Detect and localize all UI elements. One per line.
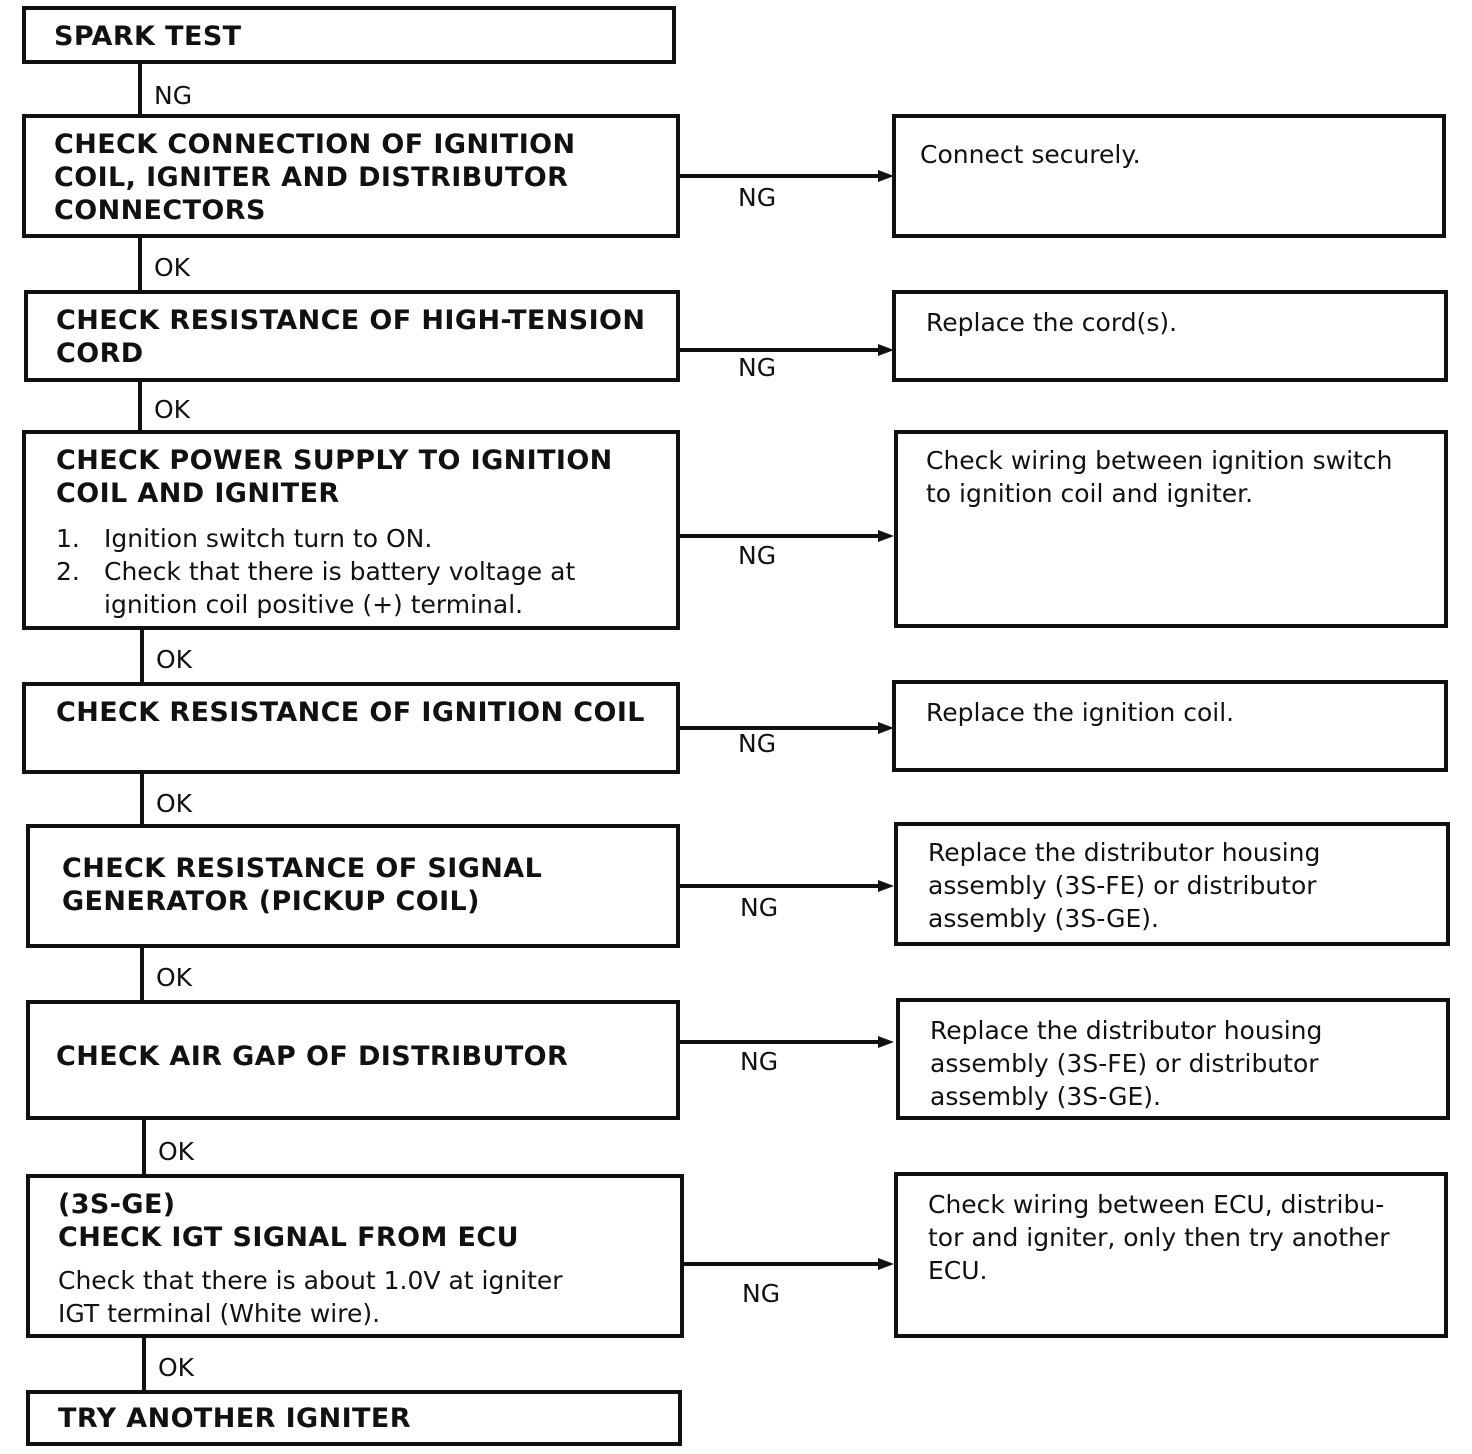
step-box-signal-generator: CHECK RESISTANCE OF SIGNAL GENERATOR (PI…: [26, 824, 680, 948]
action-box-replace-housing-2: Replace the distributor housing assembly…: [896, 998, 1450, 1120]
connector-label-ok: OK: [158, 1353, 195, 1382]
step-title: CHECK CONNECTION OF IGNITION COIL, IGNIT…: [54, 129, 576, 226]
step-title: CHECK RESISTANCE OF HIGH-TENSION CORD: [56, 305, 646, 369]
action-box-replace-cord: Replace the cord(s).: [892, 290, 1448, 382]
arrow-head-icon: [878, 722, 894, 734]
connector-label-ok: OK: [156, 963, 193, 992]
ng-connector: [680, 1040, 880, 1044]
instruction-text: Ignition switch turn to ON.: [104, 524, 433, 553]
instruction-text: Check that there is battery voltage at i…: [104, 557, 576, 619]
step-title: CHECK POWER SUPPLY TO IGNITION COIL AND …: [56, 445, 613, 509]
ng-connector: [680, 726, 880, 730]
step-box-spark-test: SPARK TEST: [22, 6, 676, 64]
connector-label-ok: OK: [156, 645, 193, 674]
ng-label: NG: [738, 541, 777, 570]
ng-label: NG: [740, 1047, 779, 1076]
down-connector: [138, 64, 142, 114]
ng-label: NG: [738, 729, 777, 758]
action-box-connect-securely: Connect securely.: [892, 114, 1446, 238]
connector-label-ok: OK: [154, 253, 191, 282]
ng-label: NG: [738, 183, 777, 212]
ng-connector: [680, 174, 880, 178]
ng-label: NG: [742, 1279, 781, 1308]
ng-connector: [680, 348, 880, 352]
down-connector: [140, 774, 144, 824]
down-connector: [138, 238, 142, 290]
arrow-head-icon: [878, 1258, 894, 1270]
down-connector: [140, 630, 144, 682]
ng-connector: [684, 1262, 880, 1266]
step-title: TRY ANOTHER IGNITER: [58, 1403, 411, 1434]
instruction-number: 2.: [56, 557, 80, 586]
instruction-1: 1. Ignition switch turn to ON.: [56, 522, 432, 555]
action-box-replace-housing-1: Replace the distributor housing assembly…: [894, 822, 1450, 946]
ng-connector: [680, 534, 880, 538]
step-box-air-gap: CHECK AIR GAP OF DISTRIBUTOR: [26, 1000, 680, 1120]
action-text: Replace the distributor housing assembly…: [930, 1016, 1323, 1111]
connector-label-ok: OK: [158, 1137, 195, 1166]
action-text: Check wiring between ignition switch to …: [926, 446, 1393, 508]
step-title: CHECK IGT SIGNAL FROM ECU: [58, 1222, 519, 1253]
action-text: Replace the ignition coil.: [926, 698, 1235, 727]
action-box-check-ecu-wiring: Check wiring between ECU, distribu- tor …: [894, 1172, 1448, 1338]
step-title: CHECK RESISTANCE OF IGNITION COIL: [56, 697, 645, 728]
instruction-2: 2. Check that there is battery voltage at…: [56, 555, 575, 621]
step-box-try-another-igniter: TRY ANOTHER IGNITER: [26, 1390, 682, 1446]
step-pretitle: (3S-GE): [58, 1189, 176, 1220]
arrow-head-icon: [878, 344, 894, 356]
arrow-head-icon: [878, 880, 894, 892]
step-box-check-connection: CHECK CONNECTION OF IGNITION COIL, IGNIT…: [22, 114, 680, 238]
arrow-head-icon: [878, 530, 894, 542]
action-box-check-wiring-switch: Check wiring between ignition switch to …: [894, 430, 1448, 628]
action-text: Check wiring between ECU, distribu- tor …: [928, 1190, 1390, 1285]
arrow-head-icon: [878, 170, 894, 182]
step-box-ignition-coil: CHECK RESISTANCE OF IGNITION COIL: [22, 682, 680, 774]
down-connector: [138, 382, 142, 430]
step-title: CHECK AIR GAP OF DISTRIBUTOR: [56, 1041, 569, 1072]
ng-label: NG: [738, 353, 777, 382]
instruction-number: 1.: [56, 524, 80, 553]
step-box-igt-signal: (3S-GE) CHECK IGT SIGNAL FROM ECU Check …: [26, 1174, 684, 1338]
connector-label-ok: OK: [154, 395, 191, 424]
down-connector: [142, 1338, 146, 1390]
step-box-power-supply: CHECK POWER SUPPLY TO IGNITION COIL AND …: [22, 430, 680, 630]
connector-label-ok: OK: [156, 789, 193, 818]
step-title: CHECK RESISTANCE OF SIGNAL GENERATOR (PI…: [62, 853, 543, 917]
arrow-head-icon: [878, 1036, 894, 1048]
action-text: Replace the distributor housing assembly…: [928, 838, 1321, 933]
step-box-high-tension-cord: CHECK RESISTANCE OF HIGH-TENSION CORD: [24, 290, 680, 382]
action-text: Connect securely.: [920, 140, 1141, 169]
action-text: Replace the cord(s).: [926, 308, 1178, 337]
step-title: SPARK TEST: [54, 21, 242, 52]
down-connector: [140, 948, 144, 1000]
connector-label-ng: NG: [154, 81, 193, 110]
ng-connector: [680, 884, 880, 888]
down-connector: [142, 1120, 146, 1174]
action-box-replace-coil: Replace the ignition coil.: [892, 680, 1448, 772]
ng-label: NG: [740, 893, 779, 922]
step-description: Check that there is about 1.0V at ignite…: [58, 1266, 563, 1328]
